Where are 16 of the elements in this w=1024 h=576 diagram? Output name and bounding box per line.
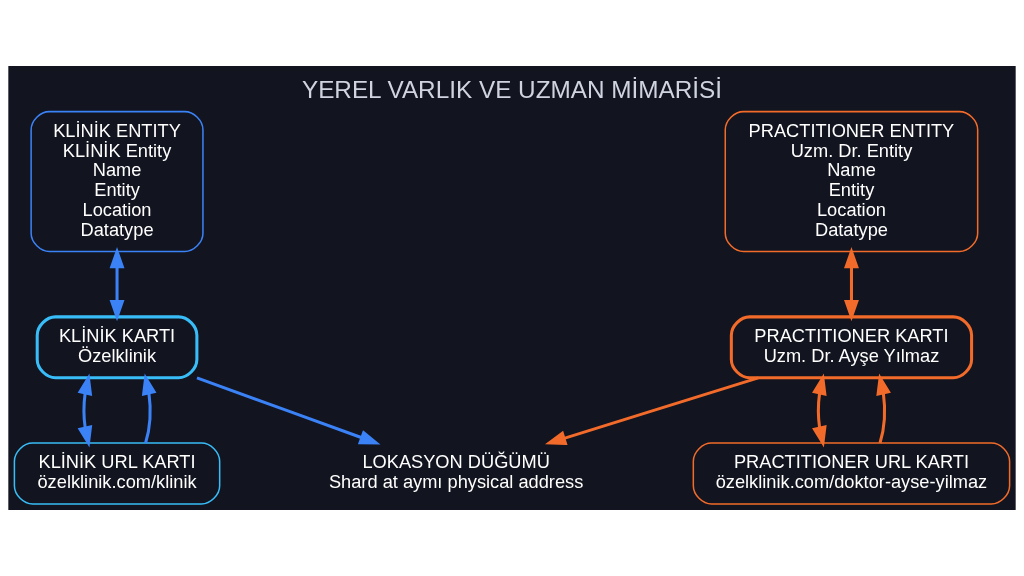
arrow <box>77 373 93 448</box>
node-box: PRACTITIONER ENTITY Uzm. Dr. Entity Name Entity Location Datatype <box>724 110 979 253</box>
node-box: PRACTITIONER KARTI Uzm. Dr. Ayşe Yılmaz <box>729 315 974 380</box>
arrow <box>844 247 859 322</box>
node-box: KLİNİK ENTITY KLİNİK Entity Name Entity Location Datatype <box>30 110 204 253</box>
node-box: KLİNİK URL KARTI özelklinik.com/klinik <box>13 442 221 505</box>
diagram-title: YEREL VARLIK VE UZMAN MİMARİSİ <box>301 75 723 103</box>
arrow <box>876 373 891 444</box>
arrow <box>141 373 157 444</box>
node-text: LOKASYON DÜĞÜMÜ Shard at aymı physical address <box>328 451 584 493</box>
node-box: KLİNİK KARTI Özelklinik <box>35 315 199 380</box>
arrow <box>545 376 759 446</box>
arrow <box>109 247 125 322</box>
arrow <box>196 376 381 445</box>
arrow <box>812 373 827 448</box>
node-box: PRACTITIONER URL KARTI özelklinik.com/doktor-ayse-yilmaz <box>692 442 1011 505</box>
